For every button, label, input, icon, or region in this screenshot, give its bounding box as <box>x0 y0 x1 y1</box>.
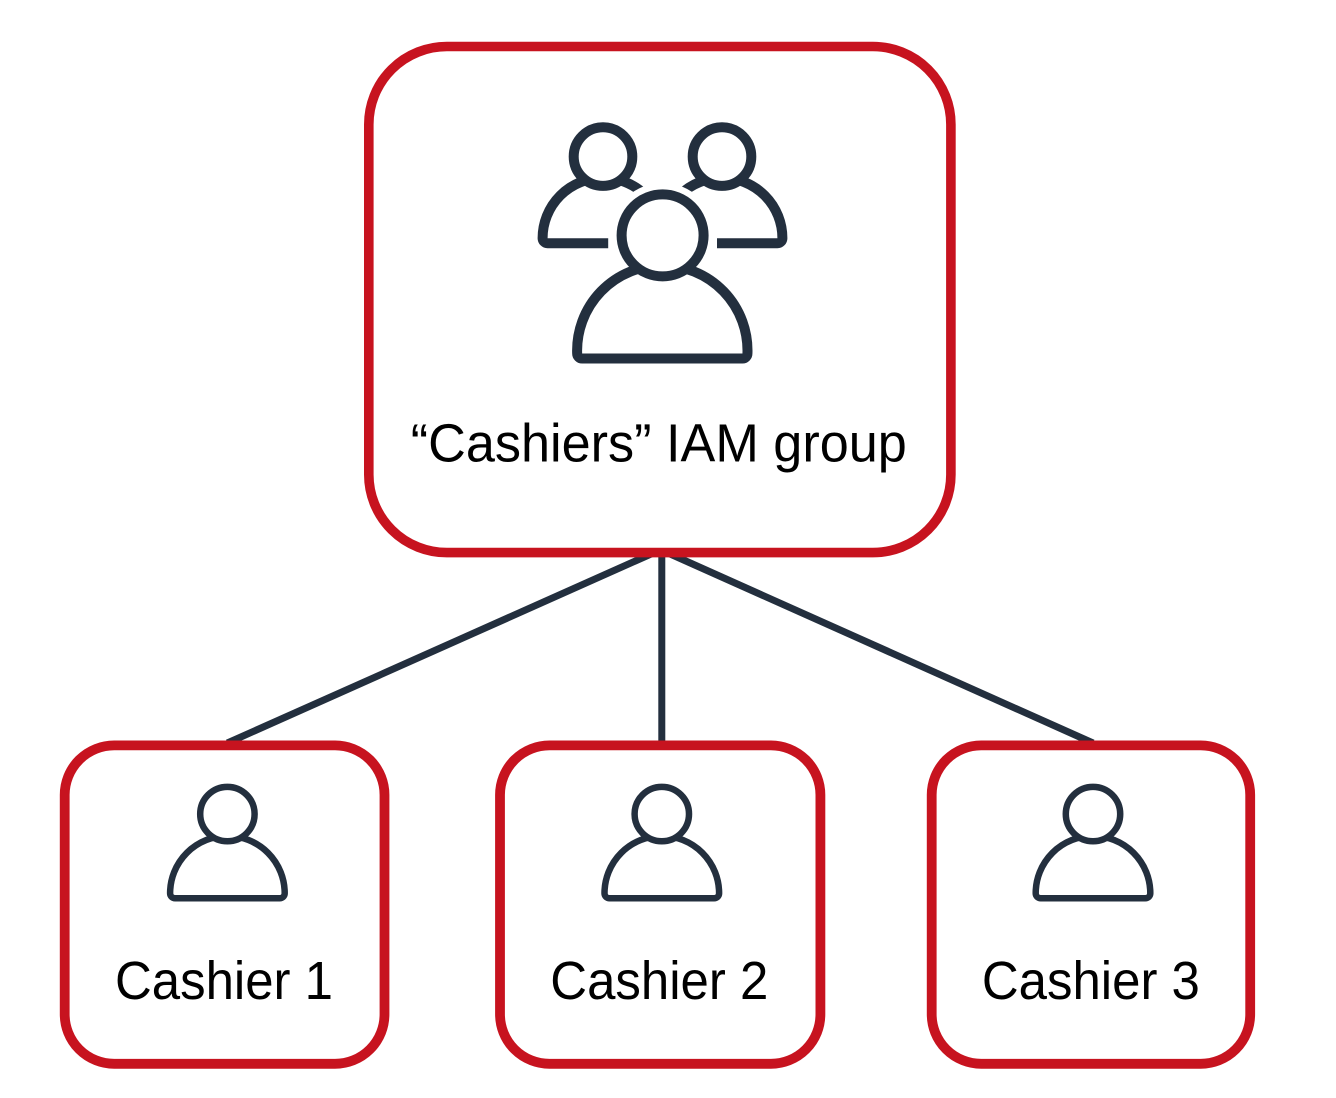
svg-text:Cashier 2: Cashier 2 <box>550 952 768 1011</box>
svg-text:Cashier 3: Cashier 3 <box>982 952 1200 1011</box>
svg-text:Cashier 1: Cashier 1 <box>115 952 333 1011</box>
svg-text:“Cashiers” IAM group: “Cashiers” IAM group <box>411 415 907 474</box>
